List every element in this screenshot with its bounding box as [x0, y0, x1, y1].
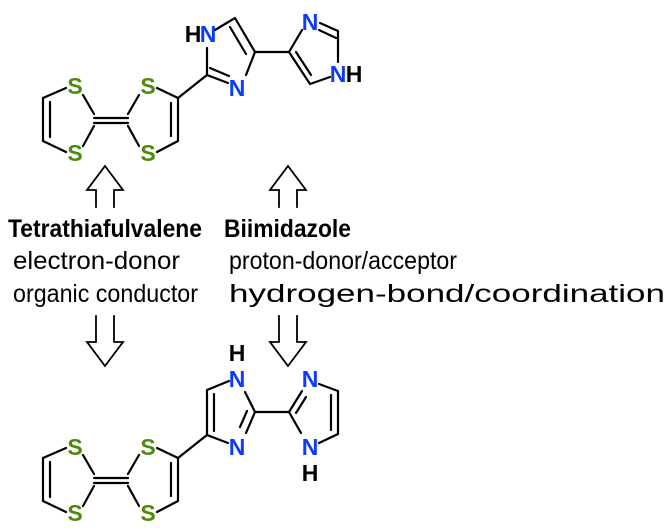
hydrogen-atom: H — [229, 340, 246, 366]
biimidazole-property: proton-donor/acceptor — [229, 247, 457, 275]
top-imidazole-1-bonds — [205, 16, 291, 85]
nitrogen-atom: N — [200, 21, 217, 47]
arrow-up-ttf — [85, 164, 125, 208]
nitrogen-atom: N — [302, 9, 319, 35]
nitrogen-atom: N — [229, 366, 246, 392]
hydrogen-atom: H — [346, 61, 363, 87]
sulfur-atom: S — [140, 434, 155, 460]
sulfur-atom: S — [67, 434, 82, 460]
arrow-down-biimidazole — [268, 315, 308, 368]
top-molecule: S S S S H N N N N H — [41, 9, 362, 166]
biimidazole-property: hydrogen-bond/coordination — [229, 280, 665, 308]
nitrogen-atom: N — [330, 61, 347, 87]
bottom-atom-labels: S S S S H N N N N H — [67, 340, 318, 526]
top-imidazole-2-bonds — [287, 21, 340, 86]
ttf-property: electron-donor — [13, 247, 180, 275]
ttf-description: Tetrathiafulvalene electron-donor organi… — [8, 215, 202, 308]
bottom-imidazole-2-bonds — [287, 382, 340, 445]
sulfur-atom: S — [140, 140, 155, 166]
nitrogen-atom: N — [229, 75, 246, 101]
sulfur-atom: S — [67, 140, 82, 166]
arrow-up-biimidazole — [268, 164, 308, 208]
sulfur-atom: S — [67, 73, 82, 99]
sulfur-atom: S — [140, 73, 155, 99]
sulfur-atom: S — [67, 500, 82, 526]
sulfur-atom: S — [140, 500, 155, 526]
ttf-title: Tetrathiafulvalene — [8, 215, 202, 243]
biimidazole-description: Biimidazole proton-donor/acceptor hydrog… — [224, 215, 665, 308]
bottom-imidazole-1-bonds — [205, 379, 291, 445]
bottom-ttf-bonds — [41, 433, 209, 514]
bottom-molecule: S S S S H N N N N H — [41, 340, 340, 526]
nitrogen-atom: N — [229, 434, 246, 460]
hydrogen-atom: H — [302, 460, 319, 486]
top-atom-labels: S S S S H N N N N H — [67, 9, 362, 166]
hydrogen-atom: H — [185, 21, 202, 47]
nitrogen-atom: N — [302, 366, 319, 392]
ttf-property: organic conductor — [13, 280, 198, 308]
biimidazole-title: Biimidazole — [224, 215, 351, 243]
arrow-down-ttf — [85, 315, 125, 368]
top-ttf-bonds — [41, 73, 209, 154]
nitrogen-atom: N — [302, 434, 319, 460]
